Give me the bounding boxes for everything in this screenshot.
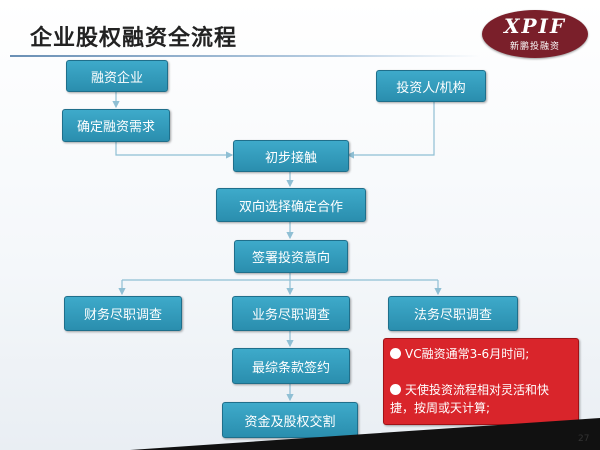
connector-needs-to-contact: [115, 141, 234, 159]
node-initial-contact: 初步接触: [233, 140, 349, 172]
bullet-icon: [390, 384, 401, 395]
title-underline: [10, 55, 480, 57]
timeline-note: VC融资通常3-6月时间; 天使投资流程相对灵活和快捷，按周或天计算;: [383, 338, 579, 425]
note-item-angel-text: 天使投资流程相对灵活和快捷，按周或天计算;: [390, 383, 550, 415]
note-item-vc: VC融资通常3-6月时间;: [390, 345, 572, 363]
decorative-corner-wedge: [130, 418, 600, 450]
node-legal-dd: 法务尽职调查: [388, 296, 518, 331]
company-logo: XPIF 新鹏投融资: [482, 10, 588, 58]
node-delivery: 资金及股权交割: [222, 402, 358, 438]
slide-title: 企业股权融资全流程: [30, 26, 238, 51]
connector-investor-to-contact: [346, 101, 435, 159]
node-mutual-select: 双向选择确定合作: [216, 188, 366, 222]
node-investor: 投资人/机构: [376, 70, 486, 102]
node-financing-company: 融资企业: [66, 60, 168, 92]
page-number: 27: [578, 434, 590, 444]
note-item-angel: 天使投资流程相对灵活和快捷，按周或天计算;: [390, 381, 572, 417]
bullet-icon: [390, 348, 401, 359]
node-sign-intent: 签署投资意向: [234, 240, 348, 273]
logo-subtitle: 新鹏投融资: [509, 42, 560, 52]
node-finance-dd: 财务尽职调查: [64, 296, 182, 331]
node-business-dd: 业务尽职调查: [232, 296, 350, 331]
note-item-vc-text: VC融资通常3-6月时间;: [405, 347, 530, 361]
node-confirm-needs: 确定融资需求: [62, 109, 170, 142]
logo-wordmark: XPIF: [503, 14, 567, 38]
node-final-terms: 最综条款签约: [232, 348, 350, 384]
